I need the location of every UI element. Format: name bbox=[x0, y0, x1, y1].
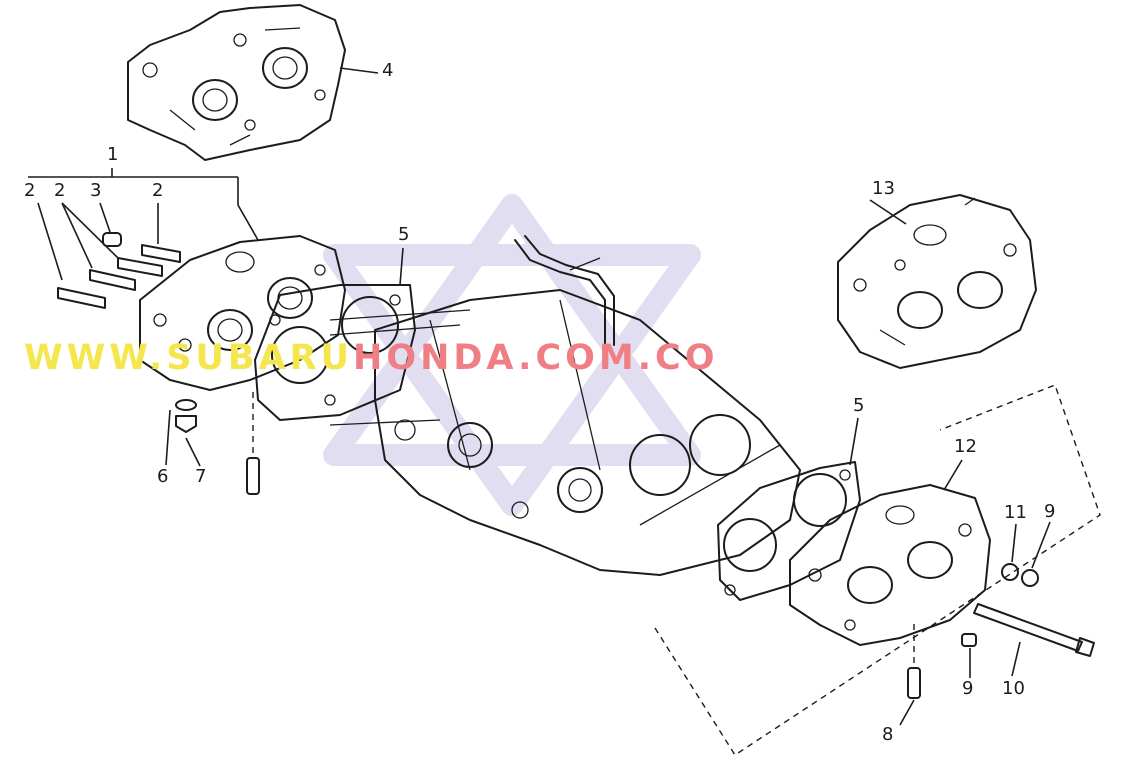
callout-4: 4 bbox=[382, 60, 394, 81]
watermark-text: WWW.SUBARUHONDA.COM.CO bbox=[24, 341, 718, 376]
watermark-part-b: HONDA.COM.CO bbox=[353, 338, 719, 378]
callout-2a: 2 bbox=[24, 180, 36, 201]
callout-9b: 9 bbox=[962, 678, 974, 699]
callout-12: 12 bbox=[954, 436, 977, 457]
callout-13: 13 bbox=[872, 178, 895, 199]
cylinder-head-right bbox=[789, 484, 991, 646]
cylinder-head-top bbox=[127, 4, 346, 161]
nut-7 bbox=[175, 415, 197, 433]
callout-10: 10 bbox=[1002, 678, 1025, 699]
assembly-boundary bbox=[654, 384, 1101, 756]
stud-left bbox=[246, 392, 260, 495]
star-watermark-logo bbox=[323, 194, 701, 516]
stud-8 bbox=[907, 624, 921, 699]
callout-7: 7 bbox=[195, 466, 207, 487]
head-gasket-right bbox=[717, 461, 861, 601]
callout-5b: 5 bbox=[853, 395, 865, 416]
callout-2c: 2 bbox=[152, 180, 164, 201]
callout-9a: 9 bbox=[1044, 501, 1056, 522]
callout-2b: 2 bbox=[54, 180, 66, 201]
washer-6 bbox=[175, 399, 197, 411]
washer-11 bbox=[1001, 563, 1019, 581]
watermark-part-a: WWW.SUBARU bbox=[24, 338, 354, 378]
callout-11: 11 bbox=[1004, 502, 1027, 523]
head-gasket-left bbox=[254, 284, 416, 421]
nut-9-lower bbox=[961, 633, 977, 647]
part-1-bracket bbox=[28, 168, 259, 241]
crankcase bbox=[329, 235, 801, 576]
callout-6: 6 bbox=[157, 466, 169, 487]
callout-8: 8 bbox=[882, 724, 894, 745]
callout-leaders bbox=[165, 67, 1051, 726]
callout-5a: 5 bbox=[398, 224, 410, 245]
cylinder-head-right-detached bbox=[837, 194, 1037, 369]
callout-leaders-left bbox=[37, 202, 159, 281]
callout-1: 1 bbox=[107, 144, 119, 165]
dowel-pins bbox=[57, 232, 181, 309]
nut-9-upper bbox=[1021, 569, 1039, 587]
callout-3: 3 bbox=[90, 180, 102, 201]
bolt-10 bbox=[973, 603, 1095, 657]
